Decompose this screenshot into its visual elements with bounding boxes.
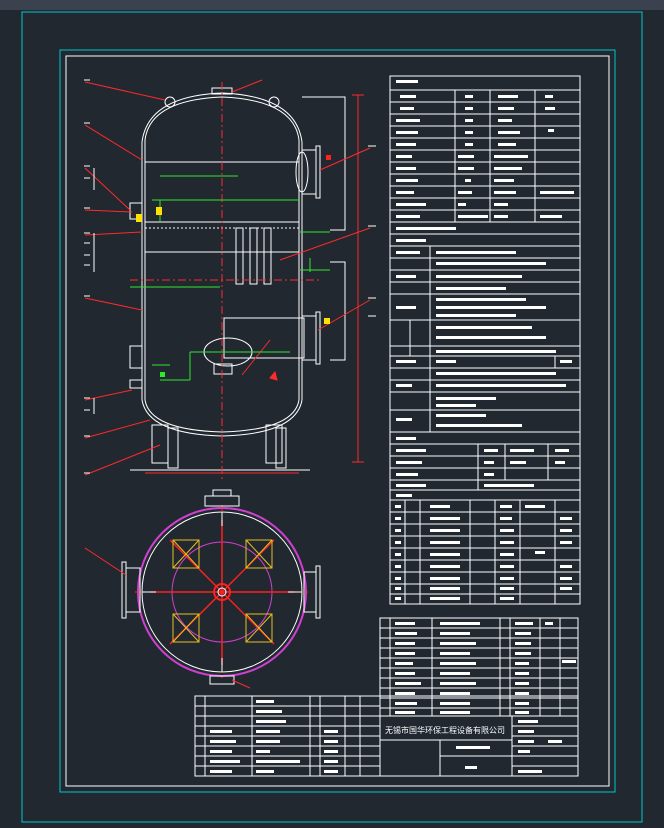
bottom-head [144,399,300,433]
support-leg-right [265,424,283,464]
technical-data-table [389,75,581,605]
title-block-text-marks [210,622,576,773]
lifting-lug-left [164,96,176,108]
parts-list-table [379,617,579,777]
dimension-lines [84,79,371,480]
vessel-elevation-view [129,87,346,471]
nozzle-left-lower [129,345,143,369]
inner-frame [65,55,610,787]
window-top-bar [0,0,664,10]
top-head [144,96,300,141]
leader-labels [84,79,376,474]
distributor-pipe [235,227,244,285]
title-block [194,695,579,777]
middle-frame [59,49,616,793]
lifting-lug-right [268,96,280,108]
green-annotations [130,175,330,381]
vessel-plan-view [84,489,321,689]
outer-frame [21,11,643,823]
support-leg-left [151,424,169,464]
distributor-plates [172,539,273,643]
nozzle-right-upper [301,149,317,195]
table-text-marks [395,80,574,600]
center-hub [213,583,231,601]
company-title: 无锡市国华环保工程设备有限公司 [385,725,505,735]
yellow-marker [156,207,162,215]
